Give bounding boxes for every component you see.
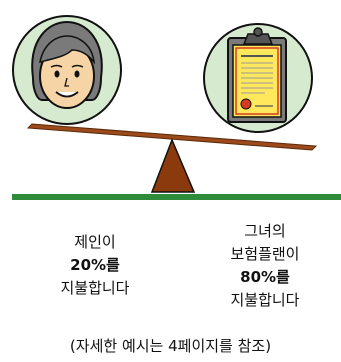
caption-line: 보험플랜이 xyxy=(230,245,300,263)
insurance-document-icon xyxy=(203,23,313,133)
caption-line: 지불합니다 xyxy=(60,279,130,297)
scale-beam xyxy=(26,123,318,151)
ground-line xyxy=(12,194,341,200)
balance-scale-illustration xyxy=(12,15,341,200)
plan-share-caption: 그녀의 보험플랜이 80%를 지불합니다 xyxy=(190,220,340,312)
woman-face-icon xyxy=(12,15,122,125)
caption-line: 제인이 xyxy=(74,233,116,251)
jane-share-caption: 제인이 20%를 지불합니다 xyxy=(20,231,170,300)
caption-percent: 20%를 xyxy=(70,256,120,274)
caption-percent: 80%를 xyxy=(240,268,290,286)
caption-line: 지불합니다 xyxy=(230,291,300,309)
scale-fulcrum xyxy=(150,137,196,193)
example-reference-note: (자세한 예시는 4페이지를 참조) xyxy=(69,337,272,355)
caption-line: 그녀의 xyxy=(244,222,286,240)
